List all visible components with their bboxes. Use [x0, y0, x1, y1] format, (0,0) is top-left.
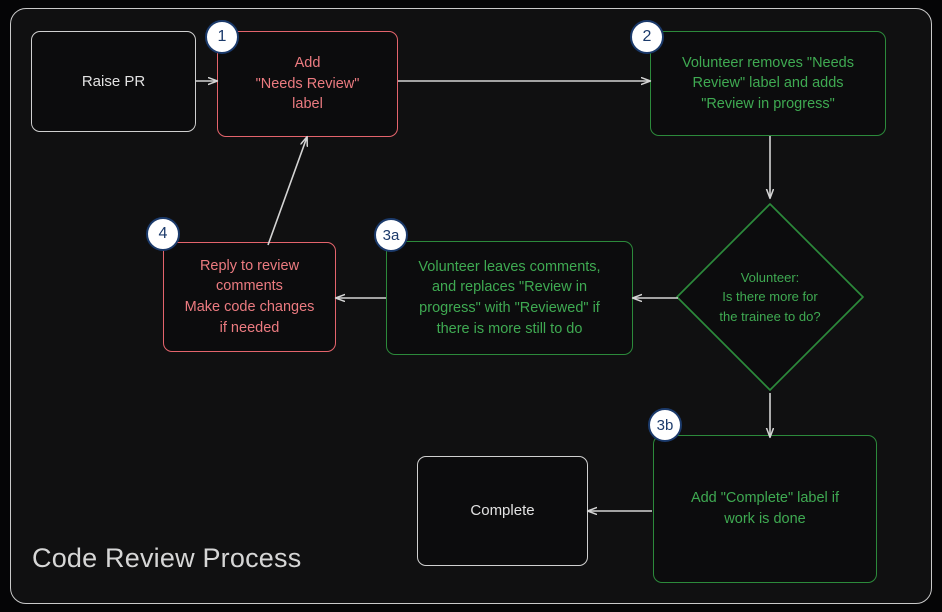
node-raise-pr[interactable]: Raise PR	[31, 31, 196, 132]
diamond-shape	[676, 203, 864, 391]
badge-step-3a: 3a	[374, 218, 408, 252]
node-decision[interactable]: Volunteer: Is there more for the trainee…	[673, 200, 867, 394]
badge-step-2: 2	[630, 20, 664, 54]
node-reply-to-review[interactable]: Reply to review comments Make code chang…	[163, 242, 336, 352]
node-add-complete-label[interactable]: Add "Complete" label if work is done	[653, 435, 877, 583]
node-decision-label: Volunteer: Is there more for the trainee…	[719, 269, 821, 324]
node-complete[interactable]: Complete	[417, 456, 588, 566]
node-volunteer-comments[interactable]: Volunteer leaves comments, and replaces …	[386, 241, 633, 355]
diagram-title: Code Review Process	[32, 543, 302, 573]
badge-step-4: 4	[146, 217, 180, 251]
node-volunteer-removes[interactable]: Volunteer removes "Needs Review" label a…	[650, 31, 886, 136]
badge-step-3b: 3b	[648, 408, 682, 442]
node-add-needs-review[interactable]: Add "Needs Review" label	[217, 31, 398, 137]
badge-step-1: 1	[205, 20, 239, 54]
